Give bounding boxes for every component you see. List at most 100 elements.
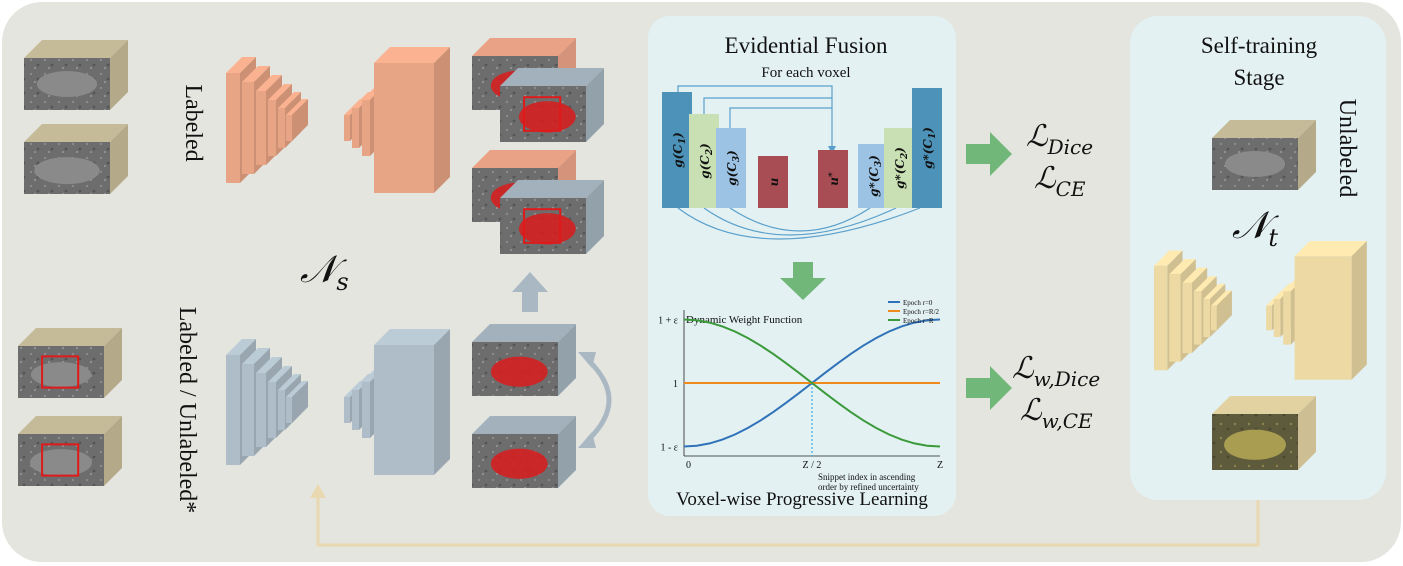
teacher-network-slab-face (1154, 265, 1168, 371)
pred-top-front-2 (500, 180, 604, 254)
student-network-bottom-slab-top (374, 329, 450, 345)
fusion-block-label-main: u (827, 177, 841, 186)
volume-unlabeled-top (1212, 120, 1316, 138)
fusion-block-label-1: g(C1) (671, 132, 688, 168)
chart-ytick-2: 1 - ε (660, 442, 678, 453)
student-network-top-slab-face (242, 82, 254, 174)
volume-labeled-1-top (24, 40, 128, 58)
arrow-fusion-down (780, 262, 826, 300)
teacher-network-slab-face (1182, 282, 1192, 354)
swap-arrowhead-top (578, 352, 596, 368)
volume-mixed-2-side (104, 416, 122, 486)
pred-bottom-2 (472, 416, 576, 488)
teacher-network-slab-top (1203, 283, 1226, 299)
teacher-network-slab-side (1351, 241, 1367, 380)
organ (36, 71, 98, 97)
fusion-subtitle: For each voxel (761, 65, 850, 81)
loss-ce: ℒCE (1034, 161, 1086, 201)
fusion-block-7 (884, 128, 914, 208)
teacher-network-slab-top (1211, 290, 1232, 306)
student-network-bottom-slab-face (374, 345, 434, 475)
roi-box (523, 208, 562, 244)
student-network-top-slab-top (268, 84, 292, 100)
loss-dice-main: ℒ (1026, 119, 1049, 154)
teacher-network-slab-face (1294, 256, 1352, 380)
volume-teacher-output-side (1298, 396, 1316, 470)
loss-weighted-ce-sub: w,CE (1042, 409, 1093, 433)
fusion-block-label-main: g(C (698, 155, 712, 179)
volume-labeled-2-top (24, 124, 128, 142)
student-network-bottom-slab-face (256, 373, 266, 447)
fusion-connections (677, 85, 921, 240)
student-network-top-slab-face (268, 100, 276, 156)
student-network-top-slab-side (292, 99, 308, 141)
teacher-network-slab-top (1193, 276, 1217, 292)
chart-xtick-0: 0 (686, 460, 691, 471)
fusion-block-label-6: g*(C3) (867, 155, 884, 197)
volume-unlabeled (1212, 120, 1316, 190)
fusion-block-label-sub: * (828, 172, 838, 177)
pred-top-front-2-top (500, 180, 604, 198)
student-network-bottom-slab-face (242, 364, 254, 456)
mask-blob (490, 448, 548, 479)
organ (1224, 151, 1286, 177)
student-network-bottom-slab-face (268, 382, 276, 438)
volume-mixed-1-top (18, 328, 122, 346)
unlabeled-label: Unlabeled (1334, 99, 1360, 198)
volume-labeled-2-side (110, 124, 128, 194)
volume-mixed-1-side (104, 328, 122, 398)
teacher-network-slab-face (1273, 299, 1281, 337)
fusion-block-label-tail: ) (867, 155, 881, 162)
student-network-bottom-slab-top (242, 348, 270, 364)
volume-mixed-2-top (18, 416, 122, 434)
organ (30, 449, 92, 477)
volume-teacher-output-top (1212, 396, 1316, 414)
fusion-block-label-sub: 2 (900, 153, 910, 160)
fusion-block-label-3: g(C3) (725, 150, 742, 186)
pred-top-back-1-top (472, 38, 576, 56)
fusion-block-label-main: g*(C (867, 167, 881, 197)
fusion-block-label-sub: 1 (678, 138, 688, 144)
student-network-top-slab-face (352, 108, 359, 148)
chart-ytick-0: 1 + ε (658, 316, 678, 327)
self-training-title-line2: Stage (1233, 65, 1284, 90)
fusion-block-label-tail: ) (671, 132, 685, 139)
fusion-block-label-sub: 3 (732, 156, 742, 162)
pred-bottom-2-top (472, 416, 576, 434)
student-network-top-slab-top (256, 75, 282, 91)
volume-teacher-output (1212, 396, 1316, 470)
roi-box (41, 443, 80, 477)
fusion-block-label-4: u (767, 177, 781, 186)
student-network-top-slab-face (362, 100, 370, 156)
student-network-bottom-slab-top (268, 366, 292, 382)
chart-series-2 (683, 318, 941, 448)
organ (30, 362, 92, 388)
fusion-bottom-title: Voxel-wise Progressive Learning (676, 489, 928, 510)
arrow-to-loss-bottom (966, 366, 1012, 410)
fusion-block-2 (689, 114, 719, 208)
chart-legend-label-1: Epoch r=R/2 (903, 308, 940, 316)
arrow-to-loss-top (966, 132, 1012, 176)
student-network-top-slab-side (434, 47, 450, 193)
student-network-bottom-slab-face (362, 382, 370, 438)
student-network-bottom-slab-top (278, 374, 301, 390)
image-volumes (18, 38, 1316, 488)
student-network-bottom-slab-top (226, 339, 256, 355)
fusion-block-label-sub: 2 (705, 149, 715, 156)
loss-dice-sub: Dice (1047, 135, 1093, 159)
student-network-top-slab-face (278, 108, 285, 148)
roi-box (41, 355, 80, 389)
teacher-network-slab-top (1169, 259, 1196, 275)
organ (1224, 429, 1286, 460)
fusion-block-label-tail: ) (893, 147, 907, 154)
student-network-bottom-slab-side (434, 329, 450, 475)
chart-legend-label-2: Epoch r=R (903, 317, 934, 325)
student-network-bottom-slab-face (352, 390, 359, 430)
student-network-symbol: 𝒩s (300, 247, 349, 296)
teacher-network-slab-side (1216, 290, 1232, 331)
networks (226, 47, 1367, 475)
volume-labeled-2 (24, 124, 128, 194)
loss-weighted-ce-main: ℒ (1020, 393, 1043, 428)
student-network-top-slab-top (278, 92, 301, 108)
